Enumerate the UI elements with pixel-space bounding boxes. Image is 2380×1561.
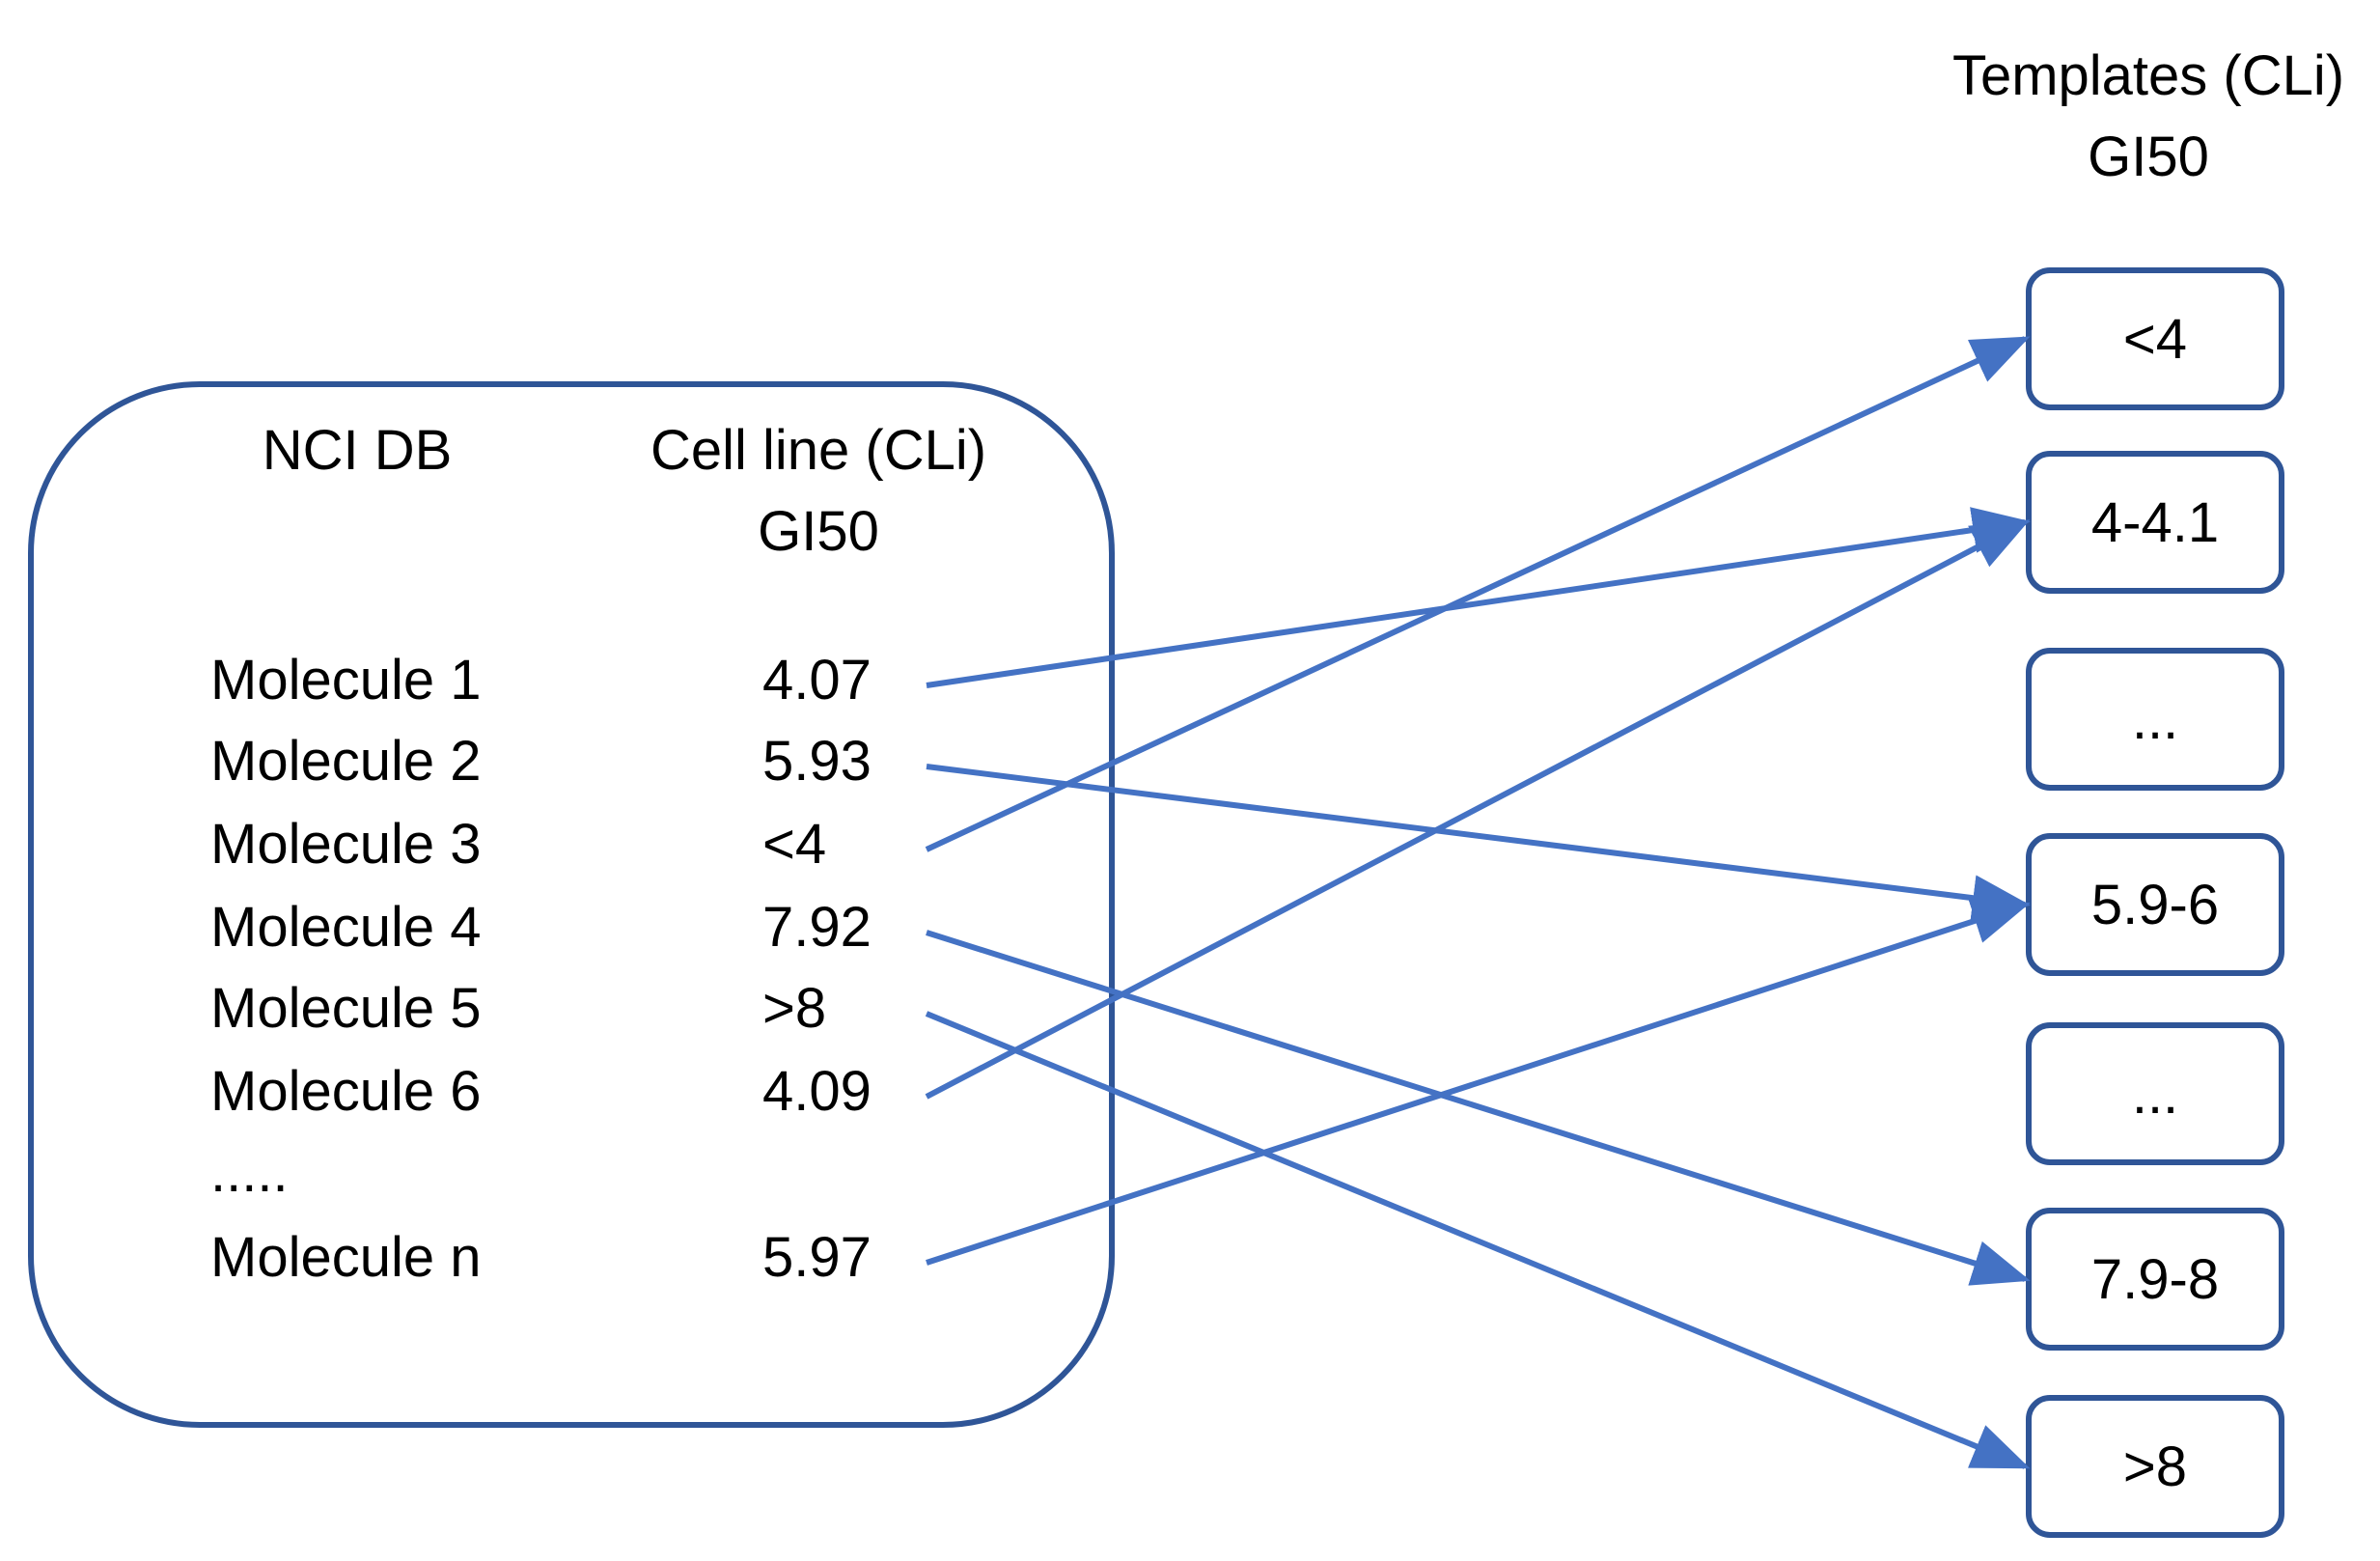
gi50-value: 4.07 bbox=[762, 649, 872, 711]
template-bin: 5.9-6 bbox=[2026, 833, 2284, 976]
template-bin: <4 bbox=[2026, 267, 2284, 410]
template-bin: >8 bbox=[2026, 1395, 2284, 1538]
cell-line-column-label: Cell line (CLi) bbox=[650, 419, 986, 482]
gi50-value: 4.09 bbox=[762, 1060, 872, 1123]
mapping-arrow bbox=[925, 336, 2031, 852]
gi50-value: 7.92 bbox=[762, 896, 872, 959]
mapping-arrow bbox=[926, 507, 2031, 688]
gi50-value: 5.97 bbox=[762, 1226, 872, 1289]
molecule-name: Molecule 4 bbox=[210, 896, 481, 959]
database-name-label: NCI DB bbox=[263, 419, 453, 482]
templates-subtitle: GI50 bbox=[2088, 125, 2209, 188]
template-bin-box bbox=[2026, 1022, 2284, 1165]
molecule-name: Molecule 5 bbox=[210, 977, 481, 1040]
template-bin: ... bbox=[2026, 1022, 2284, 1165]
molecule-name: Molecule n bbox=[210, 1226, 481, 1289]
template-bin-label: ... bbox=[2132, 688, 2178, 751]
cell-line-column-sublabel: GI50 bbox=[758, 500, 879, 563]
mapping-arrows bbox=[925, 336, 2031, 1469]
template-bin-label: 7.9-8 bbox=[2091, 1248, 2219, 1311]
template-bin: 4-4.1 bbox=[2026, 451, 2284, 594]
gi50-value: 5.93 bbox=[762, 730, 872, 793]
mapping-arrow bbox=[925, 1011, 2031, 1469]
template-bin-label: <4 bbox=[2123, 308, 2187, 371]
template-bin-label: >8 bbox=[2123, 1436, 2187, 1498]
templates-title: Templates (CLi) bbox=[1952, 44, 2344, 107]
template-bin-label: ... bbox=[2132, 1063, 2178, 1126]
mapping-arrow bbox=[926, 930, 2031, 1286]
template-bin: 7.9-8 bbox=[2026, 1208, 2284, 1351]
template-bin: ... bbox=[2026, 648, 2284, 791]
template-bin-label: 5.9-6 bbox=[2091, 874, 2219, 936]
mapping-arrow bbox=[926, 898, 2031, 1266]
template-bin-label: 4-4.1 bbox=[2091, 491, 2219, 554]
molecule-name: ..... bbox=[210, 1141, 289, 1204]
template-bins: <4 4-4.1... 5.9-6... 7.9-8 >8 bbox=[2026, 267, 2284, 1538]
molecule-name: Molecule 2 bbox=[210, 730, 481, 793]
gi50-value: <4 bbox=[762, 813, 826, 876]
mapping-arrow bbox=[925, 519, 2031, 1100]
gi50-value: >8 bbox=[762, 977, 826, 1040]
templates-panel: Templates (CLi) GI50 <4 4-4.1... 5.9-6... 7… bbox=[1952, 44, 2344, 1538]
nci-database-box bbox=[28, 381, 1115, 1428]
molecule-name: Molecule 1 bbox=[210, 649, 481, 711]
molecule-name: Molecule 6 bbox=[210, 1060, 481, 1123]
molecule-name: Molecule 3 bbox=[210, 813, 481, 876]
nci-database-panel: NCI DB Cell line (CLi) GI50 Molecule 1 4.… bbox=[28, 381, 1115, 1428]
template-bin-box bbox=[2026, 648, 2284, 791]
mapping-arrow bbox=[926, 764, 2031, 922]
